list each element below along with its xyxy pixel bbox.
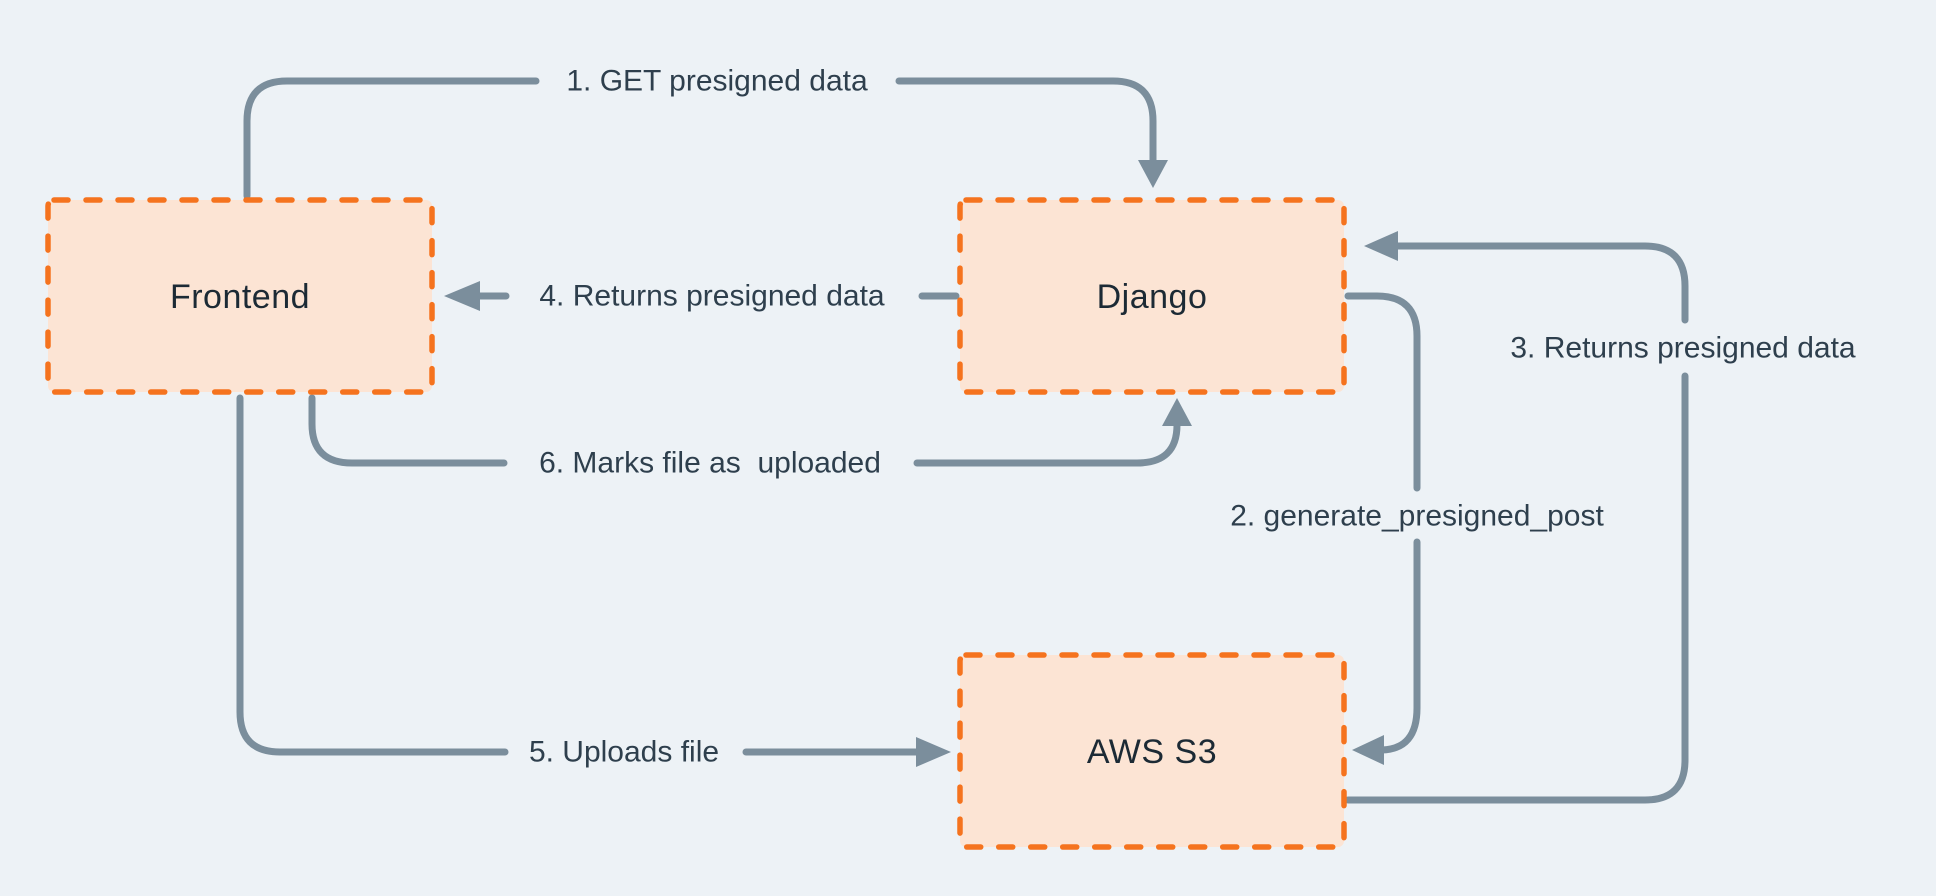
flow-2-arrowhead-left-icon: [1352, 735, 1384, 765]
flow-3-returns-presigned-data: 3. Returns presigned data: [1344, 231, 1856, 804]
flow-1-label: 1. GET presigned data: [566, 65, 868, 98]
flow-5-label: 5. Uploads file: [529, 736, 719, 769]
flow-6-label: 6. Marks file as uploaded: [539, 447, 881, 480]
flow-4-returns-presigned-data: 4. Returns presigned data: [444, 280, 960, 313]
flow-3-line-bottom: [1344, 372, 1689, 804]
flow-6-marks-file-uploaded: 6. Marks file as uploaded: [308, 394, 1192, 480]
flow-5-line-left: [236, 394, 509, 756]
flow-6-arrowhead-up-icon: [1162, 398, 1192, 426]
node-aws-s3: AWS S3: [957, 652, 1347, 850]
flow-1-arrowhead-down-icon: [1138, 160, 1168, 188]
flow-5-uploads-file: 5. Uploads file: [236, 394, 951, 769]
flow-6-line-left: [308, 394, 508, 467]
flow-3-arrowhead-left-icon: [1364, 231, 1398, 261]
flow-3-label: 3. Returns presigned data: [1510, 332, 1856, 365]
flow-2-generate-presigned-post: 2. generate_presigned_post: [1230, 292, 1604, 765]
flow-1-line-right: [895, 77, 1157, 166]
node-django: Django: [957, 197, 1347, 395]
flow-6-line-right: [913, 420, 1181, 467]
flow-1-line-left: [243, 77, 540, 200]
frontend-label: Frontend: [170, 278, 310, 316]
flow-4-arrowhead-left-icon: [444, 281, 480, 311]
flow-2-line-bottom: [1378, 538, 1421, 754]
flow-5-arrowhead-right-icon: [916, 737, 951, 767]
frontend-box: [45, 197, 435, 395]
flow-4-label: 4. Returns presigned data: [539, 280, 885, 313]
aws-s3-box: [957, 652, 1347, 850]
node-frontend: Frontend: [45, 197, 435, 395]
flow-3-line-top: [1392, 242, 1689, 324]
flow-2-label: 2. generate_presigned_post: [1230, 500, 1604, 533]
flow-1-get-presigned-data: 1. GET presigned data: [243, 65, 1168, 200]
django-box: [957, 197, 1347, 395]
aws-s3-label: AWS S3: [1087, 733, 1217, 771]
flow-2-line-top: [1344, 292, 1421, 492]
django-label: Django: [1097, 278, 1208, 316]
